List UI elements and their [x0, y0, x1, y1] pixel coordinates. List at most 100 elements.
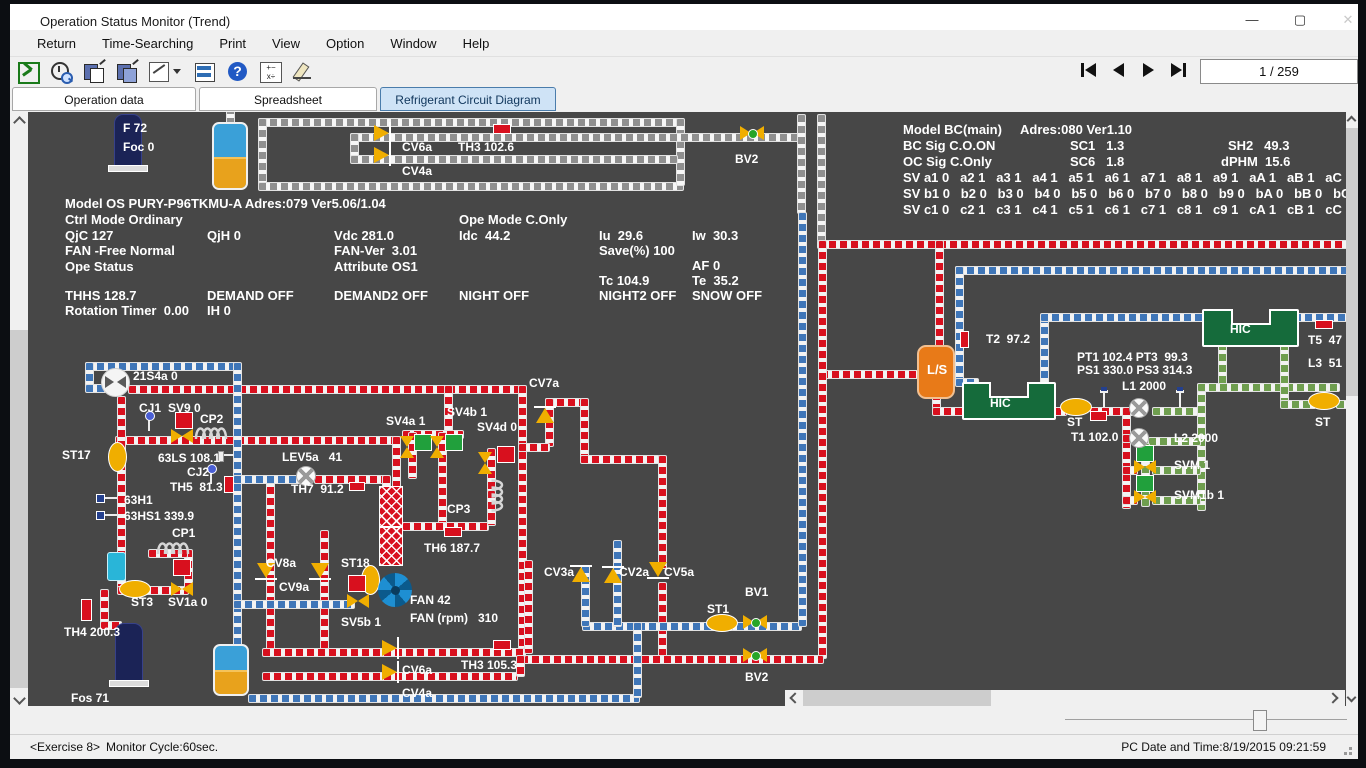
diagram-label: BV2 — [745, 670, 768, 684]
diagram-label: TH5 81.3 — [170, 480, 223, 494]
title-bar: Operation Status Monitor (Trend) — ▢ ✕ — [10, 4, 1358, 30]
diagram-label: F 72 — [123, 121, 147, 135]
diagram-label: CV5a — [664, 565, 694, 579]
copy-page-icon[interactable] — [80, 59, 108, 85]
diagram-label: CV4a — [402, 686, 432, 700]
scroll-down-icon[interactable] — [13, 692, 26, 705]
diagram-label: CV4a — [402, 164, 432, 178]
diagram-label: TH7 91.2 — [291, 482, 344, 496]
zoom-slider-track[interactable] — [1065, 719, 1347, 720]
prev-page-button[interactable] — [1105, 60, 1131, 80]
oil-separator-icon — [212, 122, 248, 190]
diagram-label: SV4d 0 — [477, 420, 517, 434]
diagram-label: ST17 — [62, 448, 91, 462]
help-icon[interactable]: ? — [224, 59, 252, 85]
horizontal-scrollbar-thumb[interactable] — [803, 690, 991, 706]
page-indicator[interactable]: 1 / 259 — [1200, 59, 1358, 84]
pen-icon[interactable] — [290, 59, 318, 85]
green-pipe — [1218, 342, 1227, 387]
menu-bar: Return Time-Searching Print View Option … — [10, 30, 1358, 56]
diagram-label: ST3 — [131, 595, 153, 609]
menu-return[interactable]: Return — [28, 33, 85, 54]
red-pipe — [818, 240, 827, 659]
diagram-label: ST18 — [341, 556, 370, 570]
diagram-label: SNOW OFF — [692, 288, 762, 303]
menu-print[interactable]: Print — [210, 33, 255, 54]
diagram-label: CP2 — [200, 412, 223, 426]
exit-icon[interactable] — [14, 59, 42, 85]
first-page-button[interactable] — [1075, 60, 1101, 80]
diagram-label: SV a1 0 a2 1 a3 1 a4 1 a5 1 a6 1 a7 1 a8… — [903, 170, 1346, 185]
red-pipe — [115, 436, 394, 445]
time-search-icon[interactable] — [47, 59, 75, 85]
right-vertical-scrollbar[interactable] — [1346, 112, 1358, 706]
graph-scale-icon[interactable] — [146, 59, 186, 85]
st-right-strainer-icon — [1308, 392, 1340, 410]
diagram-label: Adres:080 Ver1.10 — [1020, 122, 1132, 137]
red-pipe — [520, 655, 824, 664]
menu-view[interactable]: View — [263, 33, 309, 54]
diagram-label: DEMAND2 OFF — [334, 288, 428, 303]
close-button[interactable]: ✕ — [1326, 8, 1366, 32]
arrow-icon — [99, 58, 106, 64]
red-pipe — [518, 443, 550, 452]
menu-help[interactable]: Help — [454, 33, 499, 54]
horizontal-scrollbar[interactable] — [785, 690, 1345, 706]
diagram-label: BV1 — [745, 585, 768, 599]
diagram-label: SV1a 0 — [168, 595, 207, 609]
diagram-label: SV4a 1 — [386, 414, 425, 428]
copy-all-icon[interactable] — [113, 59, 141, 85]
scroll-down2-icon[interactable] — [1347, 693, 1357, 703]
next-page-button[interactable] — [1135, 60, 1161, 80]
diagram-label: SV5b 1 — [341, 615, 381, 629]
blue-pipe — [248, 694, 640, 703]
sv5b-solenoid-icon — [348, 575, 366, 592]
diagram-label: 63H1 — [124, 493, 153, 507]
diagram-label: SV c1 0 c2 1 c3 1 c4 1 c5 1 c6 1 c7 1 c8… — [903, 202, 1346, 217]
sv4b-valve-icon — [430, 435, 445, 459]
red-pipe — [658, 582, 667, 659]
accumulator-icon — [213, 644, 249, 696]
diagram-label: 63HS1 339.9 — [124, 509, 194, 523]
calc-grid-icon: +−x÷ — [260, 62, 282, 83]
gray-pipe — [258, 182, 684, 191]
diagram-label: L1 2000 — [1122, 379, 1166, 393]
red-pipe — [524, 560, 533, 654]
last-page-button[interactable] — [1165, 60, 1191, 80]
fan-icon — [378, 573, 412, 607]
tab-refrigerant-circuit-diagram[interactable]: Refrigerant Circuit Diagram — [380, 87, 556, 111]
menu-option[interactable]: Option — [317, 33, 373, 54]
menu-window[interactable]: Window — [381, 33, 445, 54]
scroll-up-icon[interactable] — [13, 116, 26, 129]
left-vertical-scrollbar[interactable] — [10, 112, 28, 706]
zoom-slider-thumb[interactable] — [1253, 710, 1267, 731]
tab-operation-data[interactable]: Operation data — [12, 87, 196, 111]
diagram-label: PT1 102.4 PT3 99.3 — [1077, 350, 1188, 364]
left-scrollbar-thumb[interactable] — [10, 330, 28, 688]
right-scrollbar-thumb[interactable] — [1346, 128, 1358, 396]
diagram-label: AF 0 — [692, 258, 720, 273]
minimize-button[interactable]: — — [1230, 8, 1274, 32]
th4-sensor-icon — [81, 599, 92, 621]
maximize-button[interactable]: ▢ — [1278, 8, 1322, 32]
diagram-label: CV8a — [266, 556, 296, 570]
green-pipe — [1197, 383, 1340, 392]
legend-bar2-icon — [197, 73, 211, 77]
scroll-right-icon[interactable] — [1327, 692, 1338, 703]
diagram-label: Rotation Timer 0.00 — [65, 303, 189, 318]
resize-grip-icon[interactable] — [1340, 743, 1352, 755]
diagram-label: SV9 0 — [168, 401, 201, 415]
blue-pipe — [613, 540, 622, 627]
sv4b-solenoid-icon — [445, 434, 463, 451]
compressor-bottom-base-icon — [109, 680, 149, 687]
diagram-label: BC Sig C.O.ON — [903, 138, 995, 153]
legend-icon[interactable] — [191, 59, 219, 85]
calculator-icon[interactable]: +−x÷ — [257, 59, 285, 85]
menu-time-searching[interactable]: Time-Searching — [93, 33, 202, 54]
diagram-label: Model BC(main) — [903, 122, 1002, 137]
scroll-left-icon[interactable] — [789, 692, 800, 703]
tab-spreadsheet[interactable]: Spreadsheet — [199, 87, 377, 111]
scroll-up2-icon[interactable] — [1347, 116, 1357, 126]
tab-bar: Operation data Spreadsheet Refrigerant C… — [10, 86, 1358, 112]
gray-pipe — [258, 118, 684, 127]
